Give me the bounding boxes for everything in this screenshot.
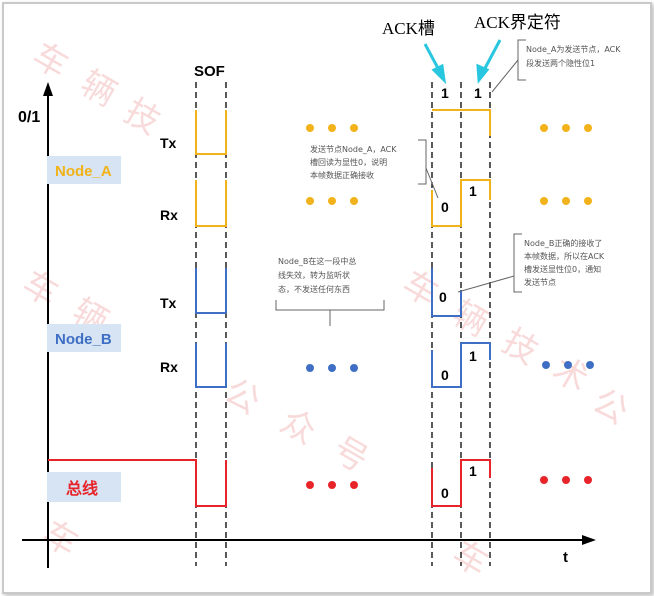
watermark-char-2: 辆 [74, 63, 123, 115]
ack-slot-arrowhead [431, 63, 447, 85]
watermark-char-6: 技 [496, 321, 545, 373]
node-a-rx-delim-value: 1 [469, 183, 477, 199]
node-b-right-leader [457, 275, 515, 293]
bus-delim-value: 1 [469, 463, 477, 479]
bus-label-bg [47, 472, 121, 502]
node-a-tx-dots-end [540, 124, 592, 132]
watermark-char-14: 车 [36, 513, 85, 565]
node-a-tx-dots-mid [306, 124, 358, 132]
node-a-note-line-3: 本帧数据正确接收 [310, 170, 374, 180]
top-note-line-2: 段发送两个隐性位1 [526, 58, 595, 68]
node-a-tx-ack [432, 109, 491, 136]
node-a-rx-dots-end [540, 197, 592, 205]
node-a-label: Node_A [55, 163, 112, 180]
node-b-label: Node_B [55, 331, 112, 348]
node-b-tx-label: Tx [160, 295, 177, 311]
node-b-left-note-line-2: 线失效，转为监听状 [278, 270, 350, 280]
top-note-leader [491, 59, 519, 93]
node-b-rx-dots-mid [306, 364, 358, 372]
ack-delim-value: 1 [474, 85, 482, 101]
node-a-rx-ack [431, 179, 491, 227]
sof-label: SOF [194, 63, 225, 80]
sof-waveforms [48, 110, 227, 507]
node-b-right-note-line-1: Node_B正确的接收了 [524, 238, 602, 248]
node-a-rx-slot-value: 0 [441, 199, 449, 215]
node-b-rx-delim-value: 1 [469, 348, 477, 364]
node-b-rx-slot-value: 0 [441, 367, 449, 383]
watermark-char-12: 众 [274, 401, 323, 453]
watermark-char-7: 术 [546, 349, 595, 401]
node-a-rx-sof [195, 180, 227, 227]
node-b-tx-ack [431, 268, 462, 317]
y-axis-arrow [43, 82, 53, 96]
top-note-bracket [517, 39, 526, 81]
ellipsis-dots [306, 124, 594, 489]
ack-slot-label: ACK槽 [382, 19, 435, 38]
node-b-right-note-line-3: 槽发送显性位0，通知 [524, 264, 601, 274]
bus-slot-value: 0 [441, 485, 449, 501]
node-b-rx-label: Rx [160, 359, 178, 375]
node-a-note-line-2: 槽回读为显性0，说明 [310, 157, 387, 167]
node-a-tx-sof [195, 110, 227, 155]
x-axis-label: t [563, 549, 568, 566]
node-a-tx-label: Tx [160, 135, 177, 151]
node-b-rx-ack [431, 342, 491, 388]
node-a-note-line-1: 发送节点Node_A，ACK [310, 144, 397, 154]
watermark-char-9: 车 [16, 263, 65, 315]
node-b-right-note-line-2: 本帧数据，所以在ACK [524, 251, 605, 261]
node-b-rx-dots-end [542, 361, 594, 369]
node-b-right-note-line-4: 发送节点 [524, 277, 556, 287]
y-axis-label: 0/1 [18, 109, 40, 126]
ack-delim-arrowhead [476, 63, 490, 84]
bus-dots-end [540, 476, 592, 484]
ack-arrows [423, 39, 502, 85]
bus-dots-mid [306, 481, 358, 489]
watermark-char-1: 车 [26, 35, 75, 87]
node-a-note-bracket [418, 139, 427, 185]
node-a-rx-label: Rx [160, 207, 178, 223]
watermark-char-8: 公 [586, 381, 635, 433]
node-b-tx-sof [195, 268, 227, 314]
ack-delimiter-label: ACK界定符 [474, 13, 561, 32]
node-a-label-bg [47, 156, 121, 184]
node-a-note-leader [425, 167, 439, 199]
watermark-char-11: 公 [218, 371, 267, 423]
ack-waveforms [431, 109, 491, 507]
node-b-left-note-line-1: Node_B在这一段中总 [278, 256, 356, 266]
node-a-note-spacer [302, 132, 432, 140]
node-b-tx-slot-value: 0 [439, 289, 447, 305]
bus-label: 总线 [66, 479, 98, 498]
watermark-char-4: 车 [396, 263, 445, 315]
watermark-char-5: 辆 [446, 293, 495, 345]
watermark-char-13: 号 [326, 429, 375, 481]
node-b-label-bg [47, 324, 121, 352]
node-b-note-spacer [272, 236, 386, 244]
ack-slot-value: 1 [441, 85, 449, 101]
ack-delim-arrow [481, 39, 502, 73]
top-note-line-1: Node_A为发送节点，ACK [526, 44, 621, 54]
bus-ack [431, 459, 491, 507]
bus-sof [48, 459, 227, 507]
x-axis-arrow [582, 535, 596, 545]
node-b-rx-sof [195, 343, 227, 388]
node-a-rx-dots-mid [306, 197, 358, 205]
node-b-left-note-line-3: 态，不发送任何东西 [278, 284, 350, 294]
node-b-left-bracket [275, 300, 385, 311]
node-b-right-bracket [513, 233, 522, 293]
annotation-brackets [272, 39, 526, 326]
